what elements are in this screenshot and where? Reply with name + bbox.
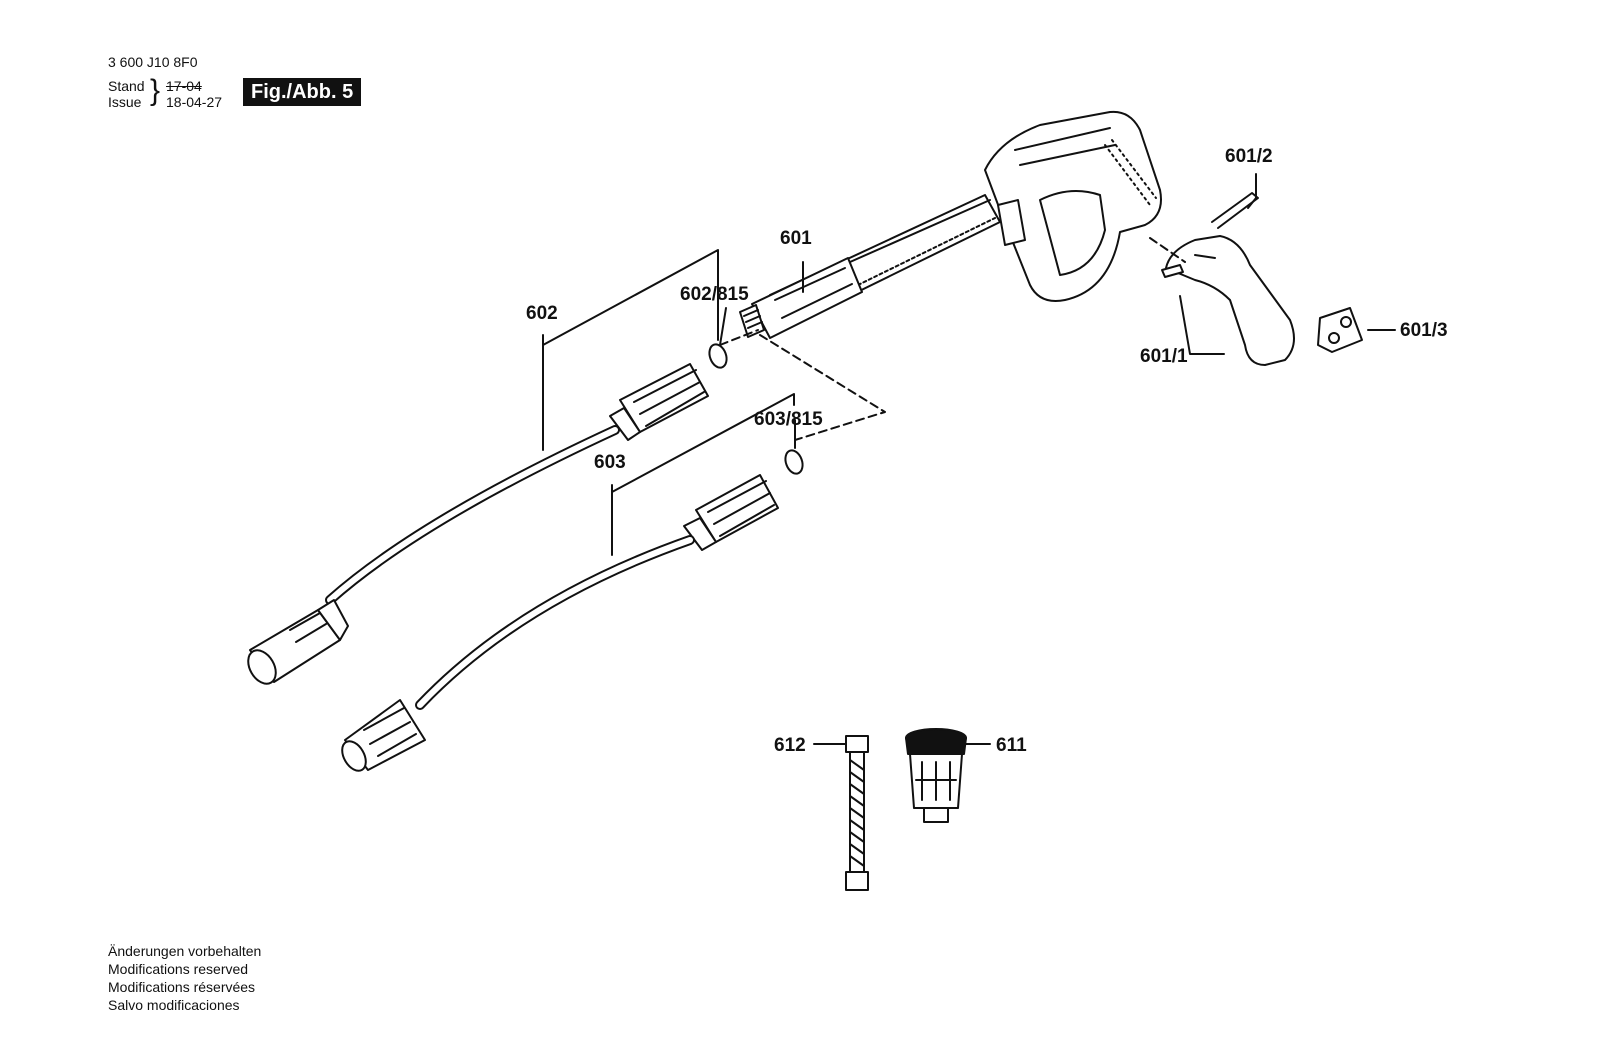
leader-601-1	[1179, 295, 1225, 355]
footer-line-es: Salvo modificaciones	[108, 997, 240, 1013]
leader-602-815	[719, 307, 727, 346]
lance-603	[341, 474, 779, 772]
bracket-603	[611, 393, 795, 556]
footer-line-de: Änderungen vorbehalten	[108, 943, 262, 959]
spring-pin-601-2	[1211, 192, 1259, 229]
spray-gun-body	[739, 110, 1162, 339]
bracket-602	[542, 249, 719, 451]
figure-label: Fig./Abb. 5	[243, 78, 362, 106]
footer-line-fr: Modifications réservées	[108, 979, 256, 995]
footer-line-en: Modifications reserved	[108, 961, 249, 977]
issue-value: 18-04-27	[166, 94, 223, 110]
label-601-1: 601/1	[1140, 346, 1188, 367]
doc-number: 3 600 J10 8F0	[108, 54, 198, 70]
label-612: 612	[774, 735, 806, 756]
lance-602	[247, 363, 709, 685]
trigger-601-1	[1161, 235, 1295, 366]
filter-611	[905, 728, 967, 823]
label-601: 601	[780, 228, 812, 249]
o-ring-602-815	[708, 343, 728, 369]
issue-label: Issue	[108, 94, 142, 110]
label-602-815: 602/815	[680, 284, 749, 305]
label-602: 602	[526, 303, 558, 324]
hose-612	[845, 735, 869, 891]
brace: }	[150, 74, 161, 107]
leader-601-2	[1247, 173, 1257, 209]
label-601-3: 601/3	[1400, 320, 1448, 341]
stand-label: Stand	[108, 78, 145, 94]
label-603-815: 603/815	[754, 409, 823, 430]
clip-601-3	[1317, 307, 1363, 353]
o-ring-603-815	[784, 449, 804, 475]
label-601-2: 601/2	[1225, 146, 1273, 167]
label-611: 611	[996, 735, 1027, 756]
label-603: 603	[594, 452, 626, 473]
stand-value: 17-04	[166, 78, 202, 94]
footer-notes: Änderungen vorbehalten Modifications res…	[108, 942, 261, 1014]
